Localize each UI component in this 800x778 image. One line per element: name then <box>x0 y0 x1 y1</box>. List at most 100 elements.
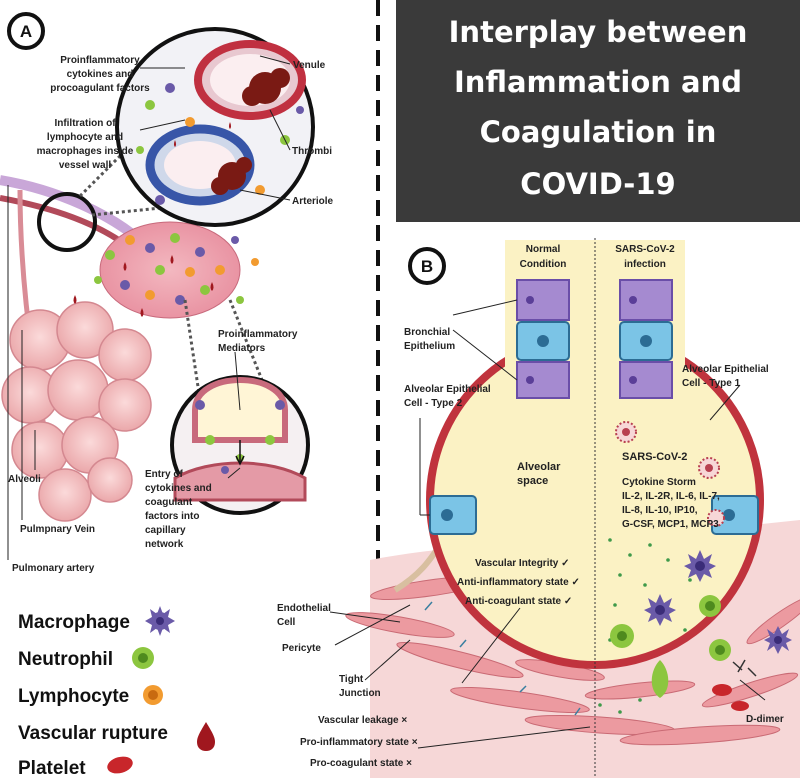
badge-b <box>408 247 446 285</box>
svg-text:Bronchial: Bronchial <box>404 327 450 338</box>
label-thrombi: Thrombi <box>292 146 332 157</box>
title-box <box>396 0 800 222</box>
panel-a-pointers <box>7 55 291 560</box>
alveoli-cluster <box>1 301 152 522</box>
label-sars-infection: SARS-CoV-2 infection <box>615 244 675 270</box>
label-pulmonary-artery: Pulmonary artery <box>12 563 95 574</box>
svg-text:Epithelium: Epithelium <box>404 341 455 352</box>
label-pericyte: Pericyte <box>282 643 321 654</box>
svg-text:lymphocyte and: lymphocyte and <box>47 132 123 143</box>
label-endothelial-cell: Endothelial Cell <box>277 603 331 628</box>
label-cytokine-storm: Cytokine Storm IL-2, IL-2R, IL-6, IL-7, … <box>622 477 720 530</box>
svg-text:capillary: capillary <box>145 525 186 536</box>
zoom-line-2 <box>91 203 191 217</box>
neutrophil-icon <box>709 639 731 661</box>
macrophage-icon <box>644 594 676 626</box>
svg-text:cytokines and: cytokines and <box>67 69 134 80</box>
svg-text:Alveolar: Alveolar <box>517 461 561 473</box>
type2-cell-normal <box>429 495 477 535</box>
svg-text:space: space <box>517 475 548 487</box>
label-normal-condition: Normal Condition <box>520 244 567 270</box>
legend-macrophage-label: Macrophage <box>18 612 130 633</box>
type2-cell-infected <box>711 495 759 535</box>
label-d-dimer: D-dimer <box>746 714 784 725</box>
svg-text:vessel wall: vessel wall <box>59 160 111 171</box>
panel-b-pointers <box>329 299 766 749</box>
svg-text:Cell - Type 1: Cell - Type 1 <box>682 378 741 389</box>
neutrophil-icon <box>610 624 634 648</box>
label-pulmonary-vein: Pulmpnary Vein <box>20 524 95 535</box>
lymphocyte-icon <box>143 685 163 705</box>
panel-a: A <box>0 12 334 778</box>
label-normal-states: Vascular Integrity ✓ Anti-inflammatory s… <box>457 558 580 607</box>
thrombi <box>211 68 290 195</box>
svg-text:Cell - Type 2: Cell - Type 2 <box>404 398 463 409</box>
virus-icon <box>615 421 725 527</box>
svg-text:Cell: Cell <box>277 617 296 628</box>
d-dimer-icon <box>732 659 757 677</box>
svg-text:Pro-coagulant state ×: Pro-coagulant state × <box>310 758 412 769</box>
bronchial-epithelium-normal <box>516 279 570 399</box>
svg-text:Vascular Integrity ✓: Vascular Integrity ✓ <box>475 558 570 569</box>
svg-text:Cytokine Storm: Cytokine Storm <box>622 477 696 488</box>
svg-text:procoagulant factors: procoagulant factors <box>50 83 150 94</box>
title-line-2: Inflammation and <box>454 65 742 99</box>
label-entry-of-cytokines: Entry of cytokines and coagulant factors… <box>145 469 212 550</box>
svg-text:Proinflammatory: Proinflammatory <box>218 329 298 340</box>
tight-junctions <box>424 601 581 716</box>
svg-text:Endothelial: Endothelial <box>277 603 331 614</box>
svg-text:macrophages inside: macrophages inside <box>37 146 134 157</box>
title-line-1: Interplay between <box>449 15 748 49</box>
platelet-icon <box>107 756 133 774</box>
macrophage-icon <box>145 606 175 636</box>
label-proinflammatory-cytokines: Proinflammatory cytokines and procoagula… <box>50 55 150 94</box>
legend-platelet-label: Platelet <box>18 758 86 778</box>
macrophage-icon <box>684 550 716 582</box>
svg-text:Proinflammatory: Proinflammatory <box>60 55 140 66</box>
label-bronchial-epithelium: Bronchial Epithelium <box>404 327 455 352</box>
label-arteriole: Arteriole <box>292 196 334 207</box>
svg-text:network: network <box>145 539 184 550</box>
label-infiltration: Infiltration of lymphocyte and macrophag… <box>37 118 134 171</box>
svg-text:IL-8, IL-10, IP10,: IL-8, IL-10, IP10, <box>622 505 698 516</box>
legend-neutrophil-label: Neutrophil <box>18 649 113 670</box>
neutrophil-icon <box>132 647 154 669</box>
panel-b: B <box>277 238 800 778</box>
label-infection-states: Vascular leakage × Pro-inflammatory stat… <box>300 715 418 769</box>
macrophage-icon <box>764 626 792 654</box>
zoom-line-4 <box>228 299 264 381</box>
svg-text:Normal: Normal <box>526 244 561 255</box>
svg-text:G-CSF, MCP1, MCP3: G-CSF, MCP1, MCP3 <box>622 519 719 530</box>
svg-text:Mediators: Mediators <box>218 343 266 354</box>
svg-text:Infiltration of: Infiltration of <box>54 118 116 129</box>
label-tight-junction: Tight Junction <box>339 674 381 699</box>
capillary-zoom <box>173 461 307 502</box>
label-proinflammatory-mediators: Proinflammatory Mediators <box>218 329 298 354</box>
zoom-line-3 <box>183 299 202 401</box>
title-line-3: Coagulation in <box>480 115 717 149</box>
svg-text:coagulant: coagulant <box>145 497 193 508</box>
svg-text:IL-2, IL-2R, IL-6, IL-7,: IL-2, IL-2R, IL-6, IL-7, <box>622 491 720 502</box>
svg-text:cytokines and: cytokines and <box>145 483 212 494</box>
svg-text:factors into: factors into <box>145 511 199 522</box>
label-sars-cov-2: SARS-CoV-2 <box>622 451 687 463</box>
label-type1: Alveolar Epithelial Cell - Type 1 <box>682 364 769 389</box>
legend-lymphocyte-label: Lymphocyte <box>18 686 129 707</box>
label-type2: Alveolar Epithelial Cell - Type 2 <box>404 384 491 409</box>
platelet-icon <box>731 701 749 711</box>
svg-text:Tight: Tight <box>339 674 364 685</box>
svg-text:Alveolar Epithelial: Alveolar Epithelial <box>404 384 491 395</box>
blood-drop-icon <box>197 722 215 751</box>
legend-vascular-rupture-label: Vascular rupture <box>18 723 168 744</box>
bronchial-epithelium-infected <box>619 279 673 399</box>
label-venule: Venule <box>293 60 326 71</box>
badge-a-label: A <box>20 22 32 41</box>
neutrophil-icon <box>699 595 721 617</box>
svg-text:Anti-coagulant state ✓: Anti-coagulant state ✓ <box>465 596 572 607</box>
svg-text:Alveolar Epithelial: Alveolar Epithelial <box>682 364 769 375</box>
magnifier-source <box>37 192 97 252</box>
vessel-zoom-circle <box>115 27 315 227</box>
capillary-zoom-circle <box>170 375 310 515</box>
legend: Macrophage Neutrophil Lymphocyte Vascula… <box>18 606 215 778</box>
svg-text:SARS-CoV-2: SARS-CoV-2 <box>615 244 675 255</box>
